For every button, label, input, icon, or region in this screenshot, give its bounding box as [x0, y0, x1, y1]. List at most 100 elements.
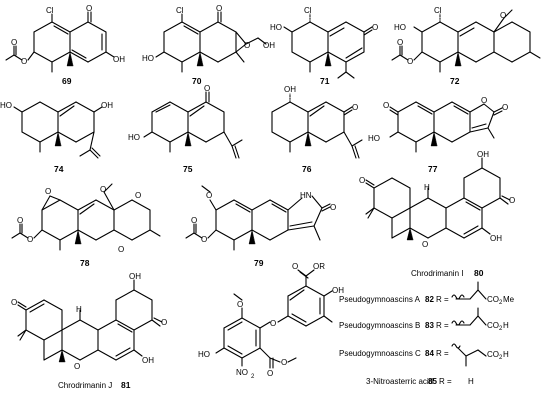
atom-label: O: [17, 216, 23, 225]
atom-label: OH: [142, 356, 154, 365]
compound-75-structure: [143, 91, 243, 159]
ester-label: CO: [487, 295, 499, 304]
atom-label: O: [359, 176, 365, 185]
r-group-eq-85: R =: [439, 377, 452, 386]
compound-number-71: 71: [320, 76, 330, 86]
atom-label: O: [383, 101, 389, 110]
compound-number-69: 69: [62, 76, 72, 86]
atom-label: HO: [368, 134, 380, 143]
atom-label: O: [481, 96, 487, 105]
atom-label: OH: [113, 55, 125, 64]
hydrogen-label: H: [468, 377, 474, 386]
atom-label: 2: [251, 374, 255, 380]
atom-label: O: [330, 203, 336, 212]
compound-number-80: 80: [474, 268, 484, 278]
atom-label: OR: [313, 262, 325, 271]
atom-label: HO: [128, 133, 140, 142]
atom-label: HO: [0, 101, 12, 110]
compound-number-72: 72: [450, 76, 460, 86]
atom-label: Cl: [176, 6, 184, 15]
r-group-structure-82: [451, 281, 487, 300]
atom-label: OH: [490, 234, 502, 243]
atom-label: OH: [477, 150, 489, 159]
compound-number-79: 79: [254, 258, 264, 268]
atom-label: O: [372, 23, 378, 32]
atom-label: H: [424, 183, 430, 192]
atom-label: O: [500, 11, 506, 20]
r-group-eq-84: R =: [436, 349, 449, 358]
compound-80-structure: [365, 157, 511, 241]
atom-label: HO: [198, 350, 210, 359]
r-group-structure-83: [451, 307, 487, 326]
atom-label: O: [352, 103, 358, 112]
compound-69-structure: [5, 11, 115, 73]
ester-label: 2: [499, 300, 503, 306]
r-group-number-83: 83: [425, 321, 434, 330]
r-group-number-84: 84: [425, 349, 434, 358]
compound-number-77: 77: [428, 164, 438, 174]
atom-label: OH: [332, 286, 344, 295]
r-group-name-84: Pseudogymnoascins C: [339, 349, 421, 358]
compound-71-structure: [283, 13, 373, 79]
atom-label: OH: [101, 101, 113, 110]
compound-82-85-core-structure: [215, 269, 333, 369]
atom-label: O: [281, 358, 287, 367]
r-group-name-85: 3-Nitroasterric acid: [366, 377, 433, 386]
atom-label: O: [161, 318, 167, 327]
atom-label: OH: [263, 41, 275, 50]
acid-label: H: [503, 321, 509, 330]
atom-label: Cl: [434, 6, 442, 15]
atom-label: O: [407, 57, 413, 66]
r-group-structure-84: [451, 343, 487, 367]
compound-number-81: 81: [121, 380, 131, 390]
compound-name-81: Chrodrimanin J: [58, 381, 112, 390]
atom-label: O: [21, 57, 27, 66]
atom-label: O: [100, 185, 106, 194]
atom-label: O: [397, 38, 403, 47]
r-group-eq-82: R =: [436, 295, 449, 304]
atom-label: O: [270, 319, 276, 328]
compound-70-structure: [155, 11, 267, 73]
acid-label: H: [503, 350, 509, 359]
r-group-number-82: 82: [425, 295, 434, 304]
compound-72-structure: [391, 9, 541, 73]
atom-label: O: [237, 300, 243, 309]
atom-label: O: [118, 245, 124, 254]
compound-79-structure: [185, 185, 331, 251]
atom-label: Cl: [304, 6, 312, 15]
compound-77-structure: [389, 101, 503, 153]
atom-label: O: [509, 196, 515, 205]
r-group-name-82: Pseudogymnoascins A: [339, 295, 421, 304]
atom-label: O: [11, 298, 17, 307]
atom-label: O: [74, 362, 80, 371]
atom-label: HN: [300, 191, 312, 200]
atom-label: HO: [394, 23, 406, 32]
atom-label: NO: [236, 368, 248, 377]
compound-81-structure: [17, 279, 163, 363]
acid-label: CO: [487, 321, 499, 330]
atom-label: O: [45, 187, 51, 196]
atom-label: O: [292, 262, 298, 271]
compound-number-76: 76: [302, 164, 312, 174]
atom-label: OH: [129, 272, 141, 281]
atom-label: O: [135, 191, 141, 200]
acid-label: 2: [499, 326, 503, 332]
compound-number-70: 70: [192, 76, 202, 86]
compound-74-structure: [13, 101, 103, 159]
atom-label: HO: [142, 54, 154, 63]
compound-name-80: Chrodrimanin I: [411, 269, 463, 278]
r-group-eq-83: R =: [436, 321, 449, 330]
acid-label: 2: [499, 355, 503, 361]
atom-label: O: [191, 216, 197, 225]
atom-label: O: [27, 235, 33, 244]
atom-label: H: [76, 305, 82, 314]
atom-label: O: [201, 235, 207, 244]
compound-76-structure: [271, 93, 363, 159]
compound-78-structure: [11, 183, 161, 251]
atom-label: O: [11, 38, 17, 47]
atom-label: O: [244, 41, 250, 50]
atom-label: O: [502, 103, 508, 112]
atom-label: O: [206, 191, 212, 200]
atom-label: O: [86, 4, 92, 13]
